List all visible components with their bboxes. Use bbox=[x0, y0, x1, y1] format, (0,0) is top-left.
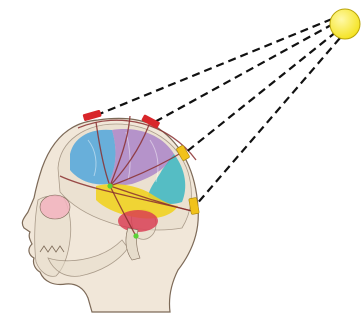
light-source-sphere bbox=[330, 9, 360, 39]
projection-line-4 bbox=[196, 38, 340, 205]
eye-socket bbox=[40, 195, 70, 219]
electrode-node-ear bbox=[133, 233, 138, 238]
projection-line-2 bbox=[151, 24, 333, 124]
electrode-node-center bbox=[107, 183, 112, 188]
projection-line-1 bbox=[92, 19, 332, 117]
sphere-icon bbox=[330, 9, 360, 39]
projection-line-3 bbox=[185, 32, 336, 153]
